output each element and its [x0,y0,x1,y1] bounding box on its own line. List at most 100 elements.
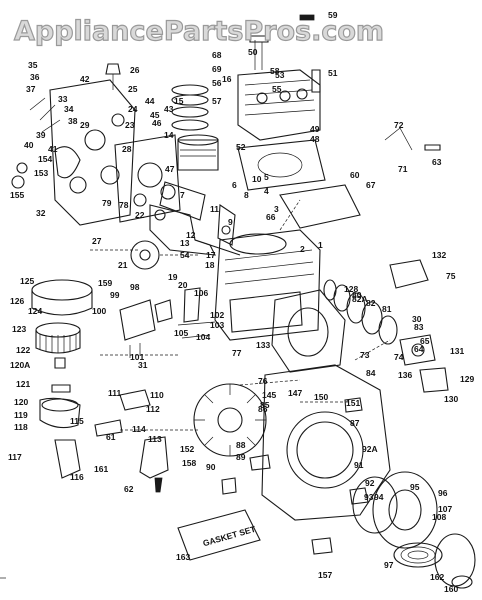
part-number-label: 11 [210,204,219,214]
part-number-label: 21 [118,260,128,270]
head-gasket [237,139,326,191]
part-number-label: 50 [248,47,258,57]
part-number-label: 37 [26,84,36,94]
part-number-label: 35 [28,60,38,70]
gasket-set-label: GASKET SET [202,524,258,549]
part-number-label: 125 [20,276,34,286]
part-number-label: 7 [180,190,185,200]
carburetor [39,397,81,479]
part-number-label: 30 [412,314,422,324]
part-number-label: 130 [444,394,458,404]
part-number-label: 54 [180,250,190,260]
part-number-label: 161 [94,464,108,474]
part-number-label: 96 [438,488,448,498]
part-number-label: 66 [266,212,276,222]
part-number-label: 61 [106,432,116,442]
part-number-label: 80 [352,290,362,300]
part-number-label: 17 [206,250,216,260]
part-number-label: 33 [58,94,68,104]
part-number-label: 102 [210,310,224,320]
part-number-label: 82 [366,298,376,308]
part-number-label: 153 [34,168,48,178]
part-number-label: 126 [10,296,24,306]
part-number-label: 116 [70,472,84,482]
part-number-label: 133 [256,340,270,350]
part-number-label: 107 [438,504,452,514]
part-number-label: 15 [174,96,184,106]
part-number-label: 39 [36,130,46,140]
part-number-label: 75 [446,271,456,281]
piston-rings [171,84,209,131]
part-number-label: 4 [264,186,269,196]
part-number-label: 115 [70,416,84,426]
part-number-label: 71 [398,164,408,174]
shroud-plate [279,184,361,229]
part-number-label: 28 [122,144,132,154]
part-number-label: 22 [135,210,145,220]
part-number-label: 34 [64,104,74,114]
part-number-label: 19 [168,272,178,282]
backplate [271,289,346,373]
starter-assembly [389,259,449,393]
part-number-label: 100 [92,306,106,316]
left-small-parts [11,63,121,189]
top-right-small-parts [299,14,441,151]
routing-lines [90,199,391,431]
part-number-label: 101 [130,352,144,362]
timing-gear [130,240,200,270]
piston [177,134,219,171]
part-number-label: 117 [8,452,22,462]
part-number-label: 46 [152,118,162,128]
part-number-label: 48 [310,134,320,144]
part-number-label: 62 [124,484,134,494]
part-number-label: 76 [258,376,268,386]
cylinder-head [237,35,321,141]
part-number-label: 105 [174,328,188,338]
part-number-label: 67 [366,180,376,190]
part-number-label: 63 [432,157,442,167]
part-number-label: 53 [275,70,285,80]
part-number-label: 110 [150,390,164,400]
part-number-label: 120A [10,360,30,370]
part-number-label: 52 [236,142,246,152]
part-number-label: 45 [150,110,160,120]
part-number-label: 95 [410,482,420,492]
part-number-label: 31 [138,360,148,370]
part-number-label: 24 [128,104,138,114]
part-number-label: 10 [252,174,262,184]
gasket-set-box: GASKET SET [177,509,261,561]
part-number-label: 112 [146,404,160,414]
part-number-label: 84 [366,368,376,378]
part-number-label: 64 [414,344,424,354]
part-number-label: 47 [165,164,175,174]
part-number-label: 136 [398,370,412,380]
part-number-label: 123 [12,324,26,334]
part-number-label: 99 [110,290,120,300]
part-number-label: 69 [212,64,222,74]
part-number-label: 111 [108,388,122,398]
part-number-label: 20 [178,280,188,290]
gasket [311,537,333,555]
part-number-label: 6 [232,180,237,190]
part-number-label: 57 [212,96,222,106]
part-number-label: 42 [80,74,90,84]
part-number-label: 129 [460,374,474,384]
part-number-label: 154 [38,154,52,164]
part-number-label: 159 [98,278,112,288]
part-number-label: 55 [272,84,282,94]
part-number-label: 121 [16,379,30,389]
part-number-label: 157 [318,570,332,580]
part-number-label: 152 [180,444,194,454]
part-number-label: 32 [36,208,46,218]
part-number-label: 86 [258,404,268,414]
starter-spring [393,542,443,568]
part-number-label: 43 [164,104,174,114]
flywheel [193,383,267,457]
part-number-label: 78 [119,200,129,210]
part-number-label: 150 [314,392,328,402]
part-number-label: 13 [180,238,190,248]
part-number-label: 108 [432,512,446,522]
part-number-label: 1 [318,240,323,250]
blower-housing [239,364,391,521]
part-number-label: 2 [300,244,305,254]
